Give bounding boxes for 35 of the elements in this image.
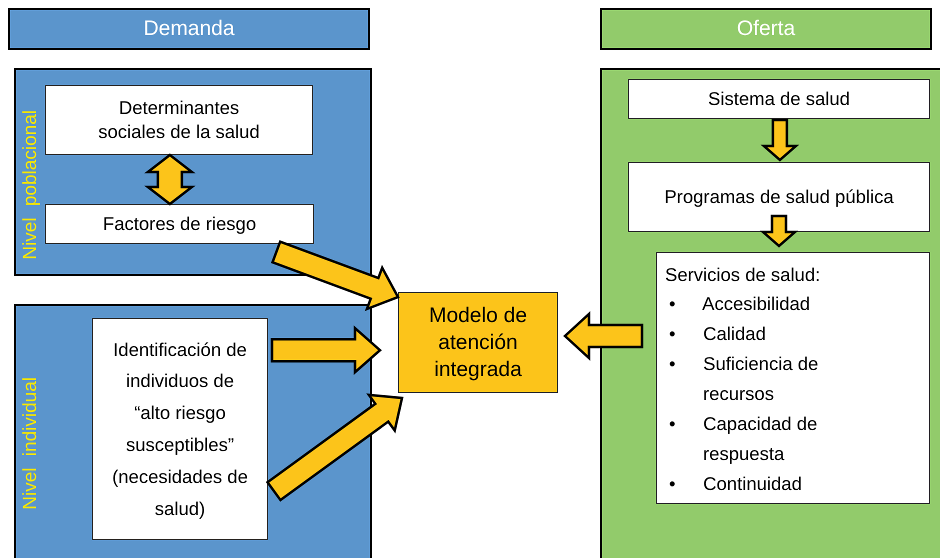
node-label: Factores de riesgo — [102, 212, 256, 236]
list-item: • Continuidad — [669, 472, 803, 496]
node-label: Programas de salud pública — [664, 184, 894, 209]
central-box — [398, 292, 558, 393]
level-panel — [600, 68, 940, 558]
block-arrow — [270, 325, 382, 375]
node-label: Oferta — [736, 17, 796, 41]
node-label: Sistema de salud — [708, 86, 850, 111]
list-item: • Accesibilidad — [669, 292, 812, 316]
block-arrow — [563, 311, 644, 361]
process-box — [628, 162, 930, 232]
process-box — [92, 318, 268, 540]
list-item: • Calidad — [669, 322, 767, 346]
node-label: Demanda — [143, 17, 235, 41]
list-item: • Suficiencia de recursos — [669, 352, 820, 406]
block-arrow — [760, 214, 798, 248]
block-arrow — [144, 153, 196, 206]
list-heading: Servicios de salud: — [665, 263, 822, 287]
list-box — [656, 252, 930, 504]
section-header — [600, 8, 932, 50]
process-box — [45, 85, 313, 155]
process-box — [628, 79, 930, 119]
node-label: Determinantes sociales de la salud — [97, 96, 261, 144]
level-panel — [14, 304, 372, 558]
level-label: Nivel poblacional — [20, 110, 42, 260]
list-item: • Capacidad de respuesta — [669, 412, 818, 466]
level-label: Nivel individual — [20, 377, 42, 510]
node-label: Identificación de individuos de “alto riesgo susceptibles” (necesidades de salud) — [111, 338, 249, 521]
process-box — [45, 204, 314, 244]
section-header — [8, 8, 370, 50]
node-label: Modelo de atención integrada — [428, 302, 528, 384]
level-panel — [14, 68, 372, 276]
block-arrow — [270, 240, 400, 312]
block-arrow — [266, 393, 404, 502]
block-arrow — [760, 118, 800, 162]
